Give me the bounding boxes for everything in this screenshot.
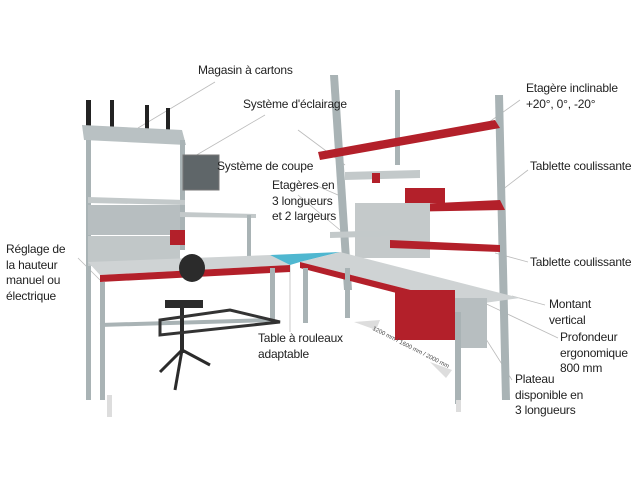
label-line: et 2 largeurs xyxy=(272,209,337,223)
label-line: disponible en xyxy=(515,387,584,402)
label-tablette-coulissante-2: Tablette coulissante xyxy=(530,255,632,269)
label-profondeur: Profondeur ergonomique 800 mm xyxy=(560,330,628,377)
label-line: ergonomique xyxy=(560,345,628,360)
right-workbench xyxy=(300,75,520,412)
label-line: +20°, 0°, -20° xyxy=(526,96,596,111)
label-line: la hauteur xyxy=(6,257,58,272)
chair xyxy=(158,254,281,391)
label-line: électrique xyxy=(6,288,57,303)
label-etagere-inclinable: Etagère inclinable +20°, 0°, -20° xyxy=(526,81,618,112)
label-table-rouleaux: Table à rouleaux adaptable xyxy=(258,331,343,362)
label-line: manuel ou xyxy=(6,273,61,287)
label-etageres: Etagères en 3 longueurs et 2 largeurs xyxy=(272,178,336,225)
label-reglage-hauteur: Réglage de la hauteur manuel ou électriq… xyxy=(6,242,66,304)
label-systeme-eclairage: Système d'éclairage xyxy=(243,97,347,111)
label-magasin-a-cartons: Magasin à cartons xyxy=(198,63,293,77)
label-line: Profondeur xyxy=(560,330,618,344)
label-tablette-coulissante-1: Tablette coulissante xyxy=(530,159,632,173)
label-line: Réglage de xyxy=(6,242,66,256)
roller-table xyxy=(270,252,340,265)
label-line: Montant xyxy=(549,297,591,311)
label-line: Plateau xyxy=(515,372,555,386)
label-line: 3 longueurs xyxy=(272,193,333,208)
label-plateau: Plateau disponible en 3 longueurs xyxy=(515,372,583,419)
label-systeme-coupe: Système de coupe xyxy=(217,159,314,173)
label-line: Etagère inclinable xyxy=(526,81,618,95)
label-line: 800 mm xyxy=(560,361,603,375)
label-line: vertical xyxy=(549,312,586,327)
label-line: Table à rouleaux xyxy=(258,331,343,345)
label-montant-vertical: Montant vertical xyxy=(549,297,591,328)
label-line: 3 longueurs xyxy=(515,403,576,417)
label-line: adaptable xyxy=(258,346,309,361)
label-line: Etagères en xyxy=(272,178,335,192)
left-workbench xyxy=(82,100,290,417)
